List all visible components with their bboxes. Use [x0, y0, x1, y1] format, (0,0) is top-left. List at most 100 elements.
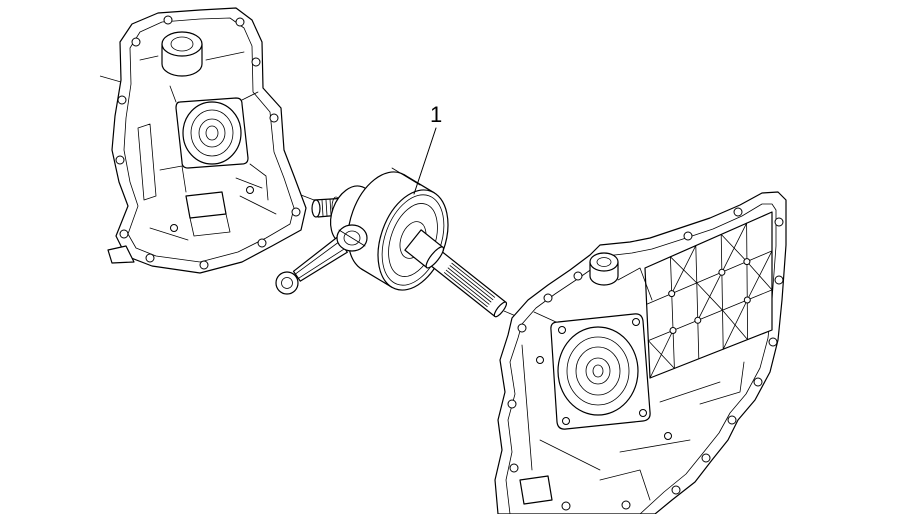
lattice-boss: [694, 316, 702, 324]
right-bearing-seal: [585, 357, 611, 385]
bolt-hole: [517, 323, 527, 333]
right-case-rib-line: [533, 311, 557, 323]
callout-leader-line: [413, 127, 437, 195]
left-case-lower-boss: [185, 191, 227, 219]
left-case-rib-line: [149, 227, 189, 241]
bolt-hole: [115, 155, 125, 165]
callout-label: 1: [430, 102, 442, 127]
bolt-hole: [671, 485, 681, 495]
callout-1: 1: [413, 102, 442, 195]
left-case-upper-boss: [161, 31, 203, 77]
right-case-lower-boss: [519, 475, 553, 505]
right-upper-boss-bore: [596, 257, 612, 267]
left-case-side-slot: [137, 123, 157, 201]
left-case-rib-line: [235, 177, 263, 189]
right-case-rib-line: [599, 469, 651, 501]
right-case-upper-boss: [589, 252, 619, 286]
bolt-hole: [170, 224, 178, 232]
bolt-hole: [562, 417, 570, 425]
lattice-vertical-ribs: [670, 222, 748, 369]
bolt-hole: [163, 15, 173, 25]
bolt-hole: [131, 37, 141, 47]
connecting-rod-small-end: [275, 271, 299, 295]
bolt-hole: [199, 260, 209, 270]
left-case-rib-line: [139, 55, 159, 61]
connecting-rod-big-end-bore: [343, 230, 361, 246]
bolt-hole: [235, 17, 245, 27]
left-stub-thread: [321, 198, 332, 217]
right-case-rib-line: [521, 344, 533, 471]
bolt-hole: [753, 377, 763, 387]
bolt-hole: [246, 186, 254, 194]
bolt-hole: [117, 95, 127, 105]
left-main-bearing: [175, 97, 249, 169]
bolt-hole: [558, 326, 566, 334]
flywheel-rim-top-edge: [403, 174, 435, 194]
lattice-boss: [668, 290, 676, 298]
right-case-rib-line: [659, 381, 721, 403]
right-bearing-outer-ring: [557, 326, 639, 416]
right-case-rib-line: [539, 439, 601, 471]
bolt-hole: [291, 207, 301, 217]
left-bearing-race: [190, 109, 234, 157]
lattice-boss: [718, 268, 726, 276]
right-main-bearing: [550, 313, 651, 430]
spline-line: [451, 262, 496, 298]
right-shaft: [404, 229, 508, 318]
left-bearing-outer-ring: [182, 101, 242, 165]
lattice-boss: [669, 327, 677, 334]
upper-boss-bore: [170, 36, 194, 52]
bolt-hole: [561, 501, 571, 511]
right-upper-boss-face: [589, 252, 619, 272]
left-stub-end: [311, 199, 321, 218]
spline-line: [449, 265, 494, 301]
right-crankcase-gasket-face: [505, 203, 777, 514]
upper-boss-face: [161, 31, 203, 57]
left-crankcase-gasket-face: [123, 17, 295, 263]
bolt-hole: [119, 229, 129, 239]
right-shaft-splines: [443, 262, 496, 308]
left-crankcase-half: [107, 7, 307, 274]
bolt-hole: [727, 415, 737, 425]
right-bearing-inner-ring: [575, 346, 621, 396]
connecting-rod-web-groove: [295, 241, 345, 279]
flywheel-rim-bottom-edge: [361, 268, 393, 288]
right-shaft-collar-face: [425, 246, 445, 269]
bolt-hole: [639, 409, 647, 417]
left-case-bottom-tab: [107, 245, 135, 264]
right-case-rib-line: [619, 439, 691, 453]
connecting-rod-cap-line: [338, 229, 366, 247]
left-case-rib-line: [205, 51, 245, 61]
right-case-rib-line: [699, 361, 745, 405]
right-case-rib-line: [617, 267, 653, 301]
right-case-lattice-panel: [644, 211, 773, 379]
flywheel-rim-groove: [391, 167, 421, 186]
bolt-hole: [701, 453, 711, 463]
left-case-ribs: [137, 51, 277, 241]
right-case-ribs: [519, 267, 745, 505]
connecting-rod-small-end-bore: [281, 277, 293, 289]
bolt-hole: [507, 399, 517, 409]
crankshaft-assembly: [275, 167, 508, 318]
left-bearing-inner-ring: [198, 118, 226, 148]
bolt-hole: [768, 337, 778, 347]
bolt-hole: [733, 207, 743, 217]
lattice-boss: [743, 258, 751, 266]
right-bearing-bore: [592, 364, 604, 378]
right-case-bolt-holes: [507, 207, 784, 511]
bolt-hole: [774, 217, 784, 227]
right-bearing-race: [566, 336, 630, 406]
bolt-hole: [621, 500, 631, 510]
bolt-hole: [543, 293, 553, 303]
spline-line: [443, 272, 488, 308]
bolt-hole: [683, 231, 693, 241]
bolt-hole: [509, 463, 519, 473]
left-case-rib-line: [241, 91, 259, 101]
bolt-hole: [632, 318, 640, 326]
left-case-rib-line: [239, 195, 277, 215]
right-crankcase-half: [494, 191, 787, 514]
lattice-boss: [743, 296, 751, 304]
bolt-hole: [664, 432, 672, 440]
left-bearing-bore: [205, 125, 219, 141]
